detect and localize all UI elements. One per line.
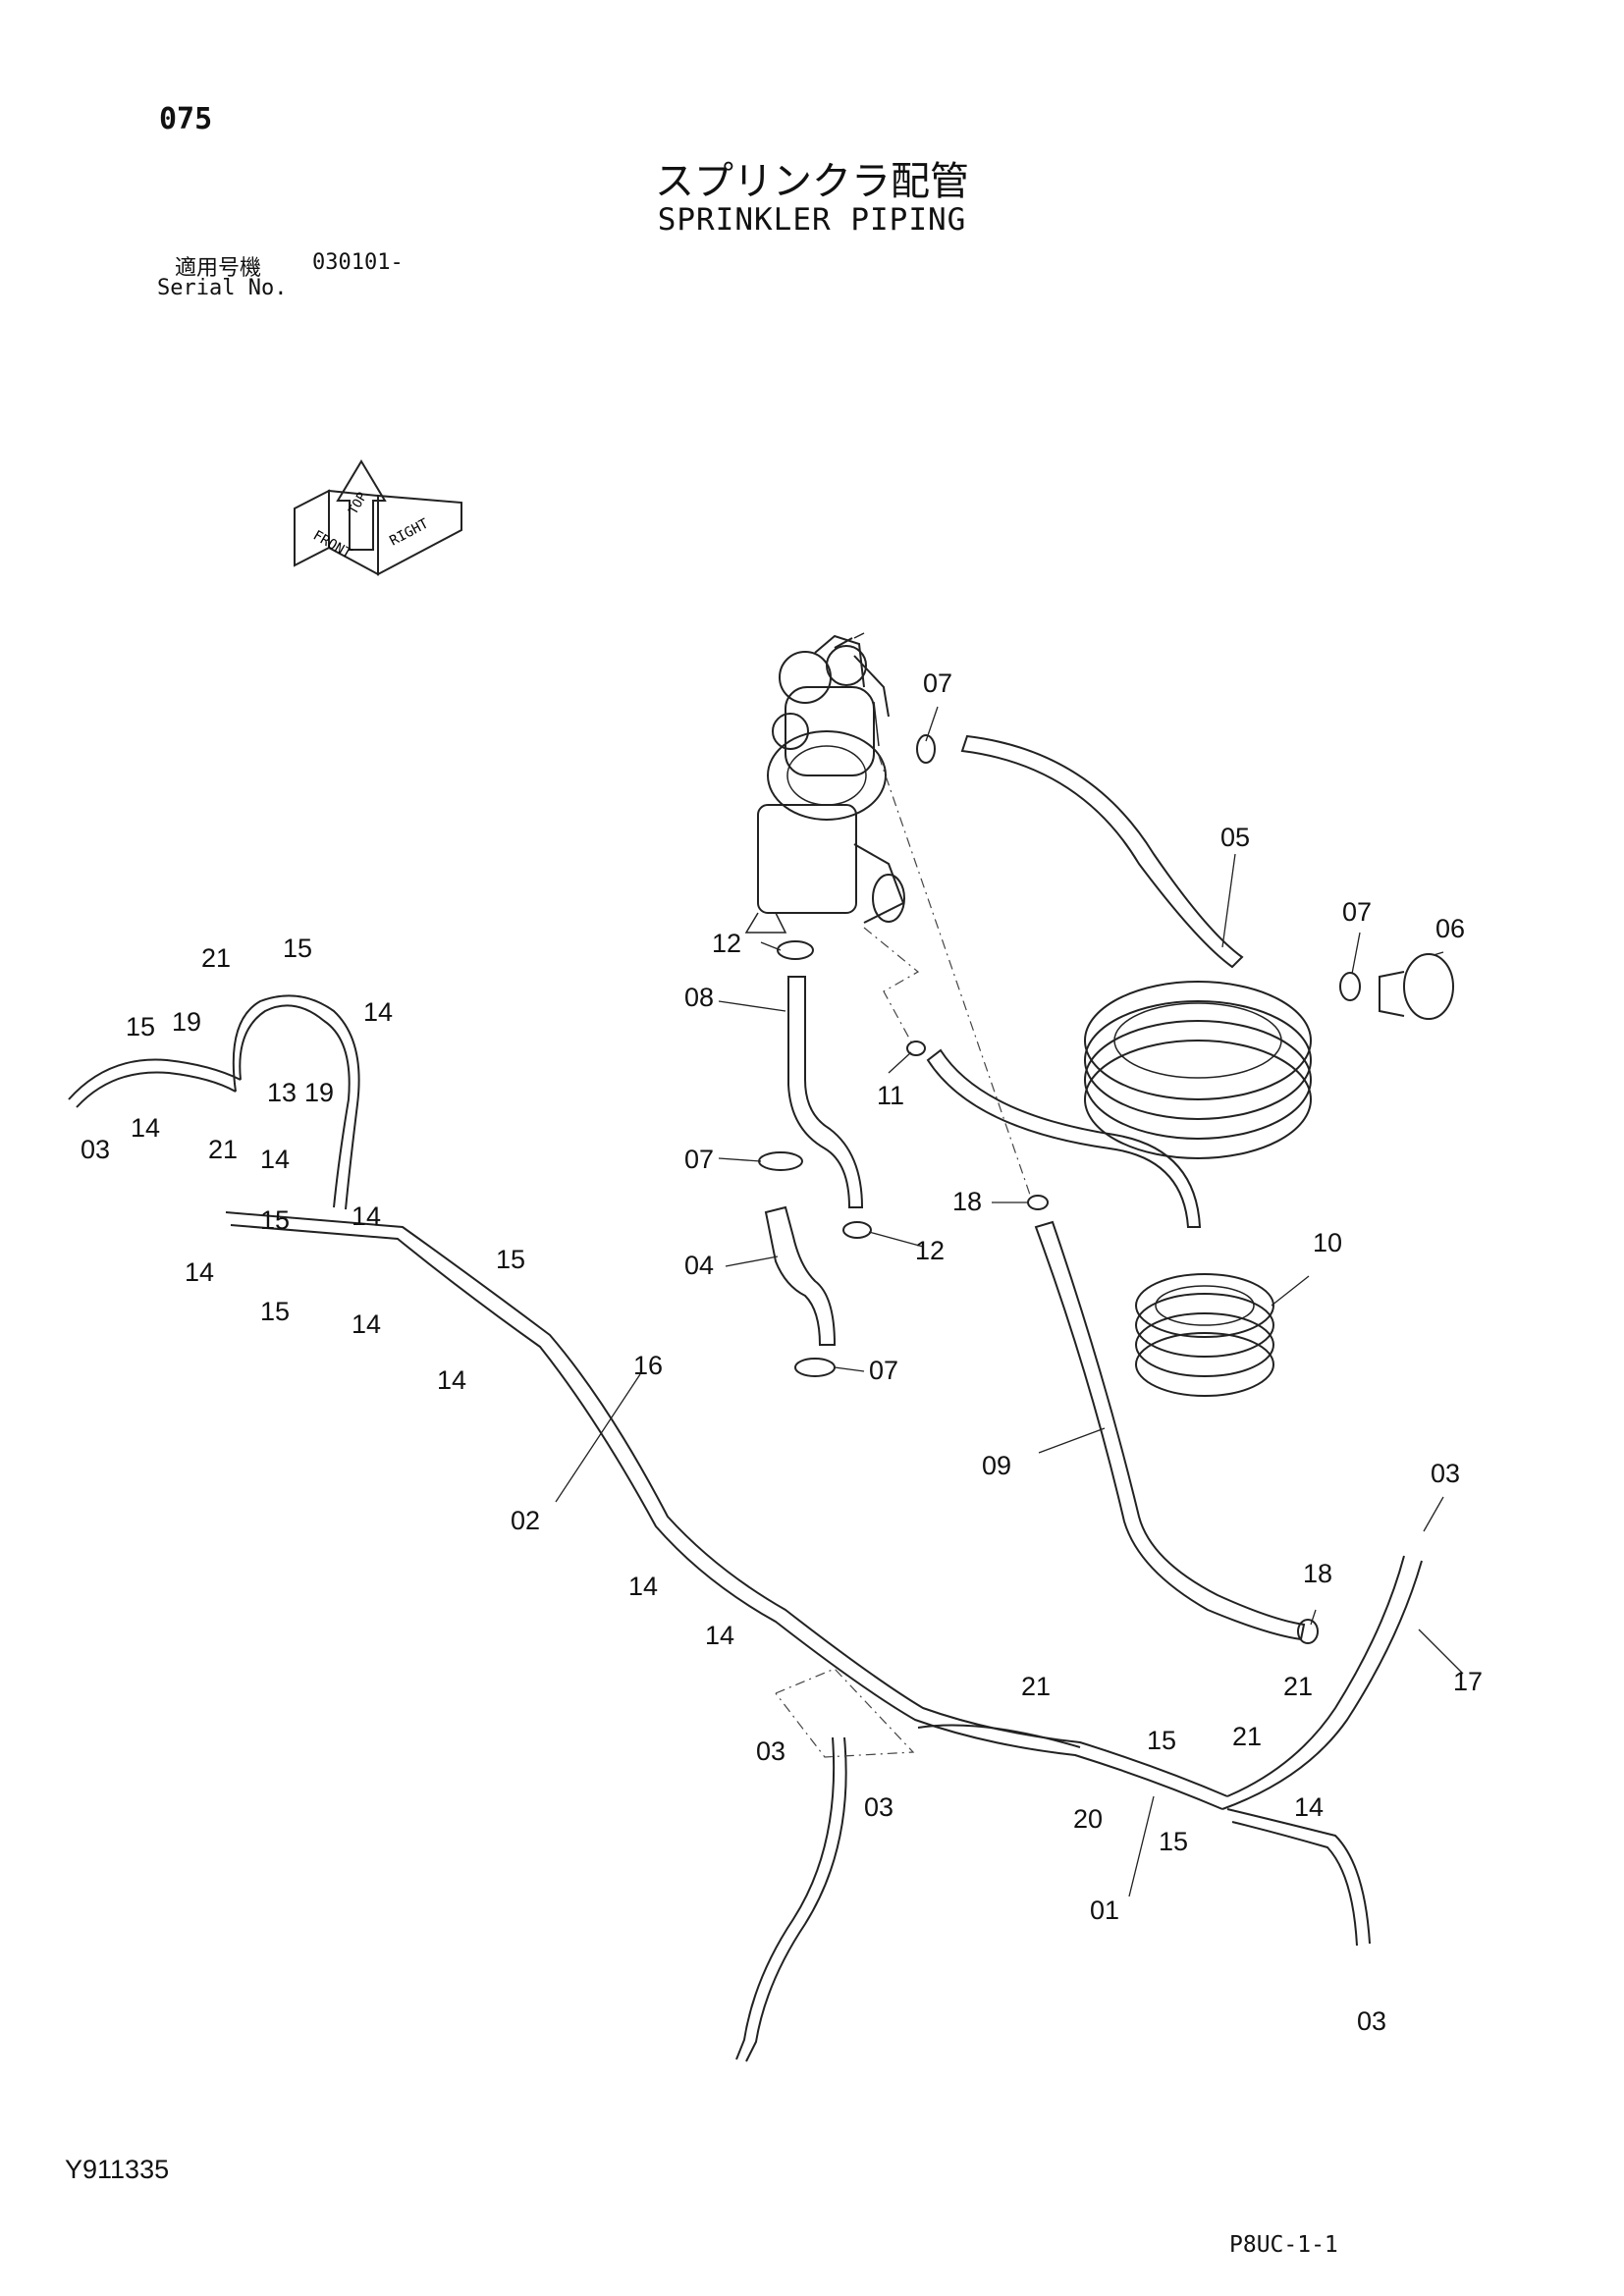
callout-15: 15 <box>260 1205 290 1235</box>
callout-19: 19 <box>172 1007 201 1037</box>
callout-03: 03 <box>1431 1459 1460 1488</box>
coil-05 <box>1084 981 1312 1159</box>
page-title-english: SPRINKLER PIPING <box>657 202 967 238</box>
cap-06 <box>1379 953 1454 1020</box>
hose-05 <box>960 734 1244 969</box>
callout-10: 10 <box>1313 1228 1342 1257</box>
orientation-icon: FRONT RIGHT TOP <box>294 459 462 576</box>
page-code: P8UC-1-1 <box>1229 2232 1338 2258</box>
callout-04: 04 <box>684 1251 714 1280</box>
callout-17: 17 <box>1453 1667 1483 1696</box>
callout-03: 03 <box>864 1792 893 1822</box>
callout-12: 12 <box>915 1236 945 1265</box>
callout-16: 16 <box>633 1351 663 1380</box>
callout-15: 15 <box>283 934 312 963</box>
callout-05: 05 <box>1220 823 1250 852</box>
leader-lines <box>555 706 1464 1897</box>
callout-15: 15 <box>1159 1827 1188 1856</box>
callout-14: 14 <box>628 1572 658 1601</box>
callout-numbers: 07 05 07 06 12 08 11 07 18 10 12 04 07 0… <box>81 668 1483 2036</box>
callout-09: 09 <box>982 1451 1011 1480</box>
callout-14: 14 <box>260 1145 290 1174</box>
document-code: Y911335 <box>65 2155 170 2184</box>
callout-06: 06 <box>1435 914 1465 943</box>
clamp-11 <box>906 1041 926 1056</box>
serial-label-english: Serial No. <box>157 276 288 300</box>
callout-20: 20 <box>1073 1804 1103 1834</box>
page-number: 075 <box>159 102 213 136</box>
callout-03: 03 <box>756 1736 785 1766</box>
hose-09 <box>1034 1220 1306 1641</box>
callout-07: 07 <box>1342 897 1372 927</box>
callout-14: 14 <box>437 1365 466 1395</box>
callout-07: 07 <box>923 668 952 698</box>
coil-10 <box>1135 1273 1274 1397</box>
serial-number-value: 030101- <box>312 250 404 275</box>
callout-03: 03 <box>1357 2006 1386 2036</box>
callout-14: 14 <box>131 1113 160 1143</box>
clamp-12-top <box>777 940 814 960</box>
serial-label-japanese: 適用号機 <box>175 256 262 281</box>
callout-15: 15 <box>126 1012 155 1041</box>
callout-19: 19 <box>304 1078 334 1107</box>
clamp-07-low <box>794 1358 836 1377</box>
clamp-12-mid <box>842 1221 872 1239</box>
orientation-front-label: FRONT <box>310 528 354 562</box>
hose-10 <box>926 1048 1202 1228</box>
hose-04 <box>764 1205 837 1346</box>
callout-02: 02 <box>511 1506 540 1535</box>
callout-14: 14 <box>363 997 393 1027</box>
callout-14: 14 <box>185 1257 214 1287</box>
clamp-07-right <box>1339 972 1361 1001</box>
callout-14: 14 <box>1294 1792 1324 1822</box>
lower-drop-hose <box>735 1668 915 2062</box>
callout-15: 15 <box>260 1297 290 1326</box>
callout-18: 18 <box>1303 1559 1332 1588</box>
callout-21: 21 <box>1232 1722 1262 1751</box>
callout-12: 12 <box>712 929 741 958</box>
callout-13: 13 <box>267 1078 297 1107</box>
callout-21: 21 <box>208 1135 238 1164</box>
callout-07: 07 <box>684 1145 714 1174</box>
callout-11: 11 <box>877 1081 904 1110</box>
callout-14: 14 <box>705 1621 734 1650</box>
clamp-18-low <box>1297 1619 1319 1644</box>
callout-01: 01 <box>1090 1896 1119 1925</box>
right-hose-branch <box>917 1555 1423 1947</box>
clamp-18-mid <box>1027 1195 1049 1210</box>
page-title-japanese: スプリンクラ配管 <box>655 159 969 204</box>
callout-14: 14 <box>352 1201 381 1231</box>
callout-18: 18 <box>952 1187 982 1216</box>
callout-15: 15 <box>496 1245 525 1274</box>
callout-07: 07 <box>869 1356 898 1385</box>
hose-08 <box>787 976 864 1208</box>
callout-21: 21 <box>201 943 231 973</box>
callout-08: 08 <box>684 983 714 1012</box>
callout-21: 21 <box>1283 1672 1313 1701</box>
callout-15: 15 <box>1147 1726 1176 1755</box>
clamp-07-mid <box>758 1151 803 1171</box>
clamp-07-top <box>916 734 936 764</box>
callout-14: 14 <box>352 1309 381 1339</box>
callout-03: 03 <box>81 1135 110 1164</box>
callout-21: 21 <box>1021 1672 1051 1701</box>
orientation-right-label: RIGHT <box>387 515 431 549</box>
pump-assembly <box>744 632 905 934</box>
left-hose-bundle <box>68 994 1228 1810</box>
